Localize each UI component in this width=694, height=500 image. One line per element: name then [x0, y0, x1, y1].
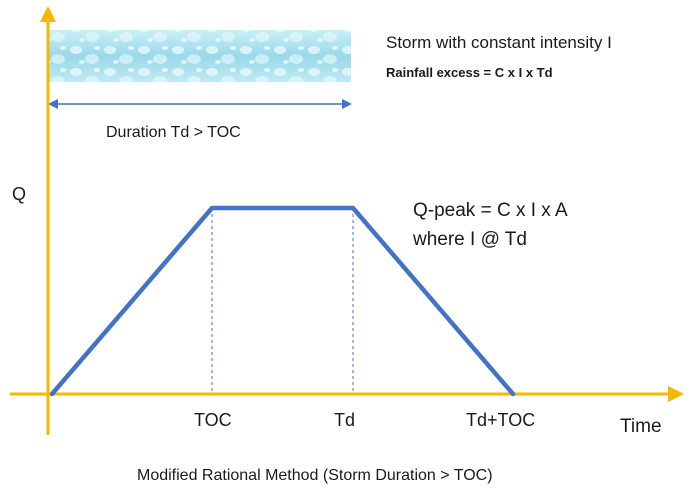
storm-description: Storm with constant intensity I: [386, 33, 612, 52]
tick-label-toc: TOC: [194, 410, 232, 430]
tick-label-td-plus-toc: Td+TOC: [466, 410, 535, 430]
caption: Modified Rational Method (Storm Duration…: [137, 467, 493, 484]
duration-arrow: [48, 99, 352, 109]
x-axis: [10, 386, 684, 402]
hydrograph-line: [49, 205, 516, 397]
tick-label-td: Td: [334, 410, 355, 430]
duration-label: Duration Td > TOC: [106, 124, 241, 141]
peak-formula: Q-peak = C x I x A: [413, 200, 568, 221]
rainfall-excess-formula: Rainfall excess = C x I x Td: [386, 65, 553, 80]
peak-condition: where I @ Td: [412, 229, 527, 250]
x-axis-label: Time: [620, 416, 662, 437]
y-axis: [40, 6, 56, 435]
y-axis-label: Q: [12, 184, 26, 204]
storm-rectangle: [48, 30, 351, 82]
